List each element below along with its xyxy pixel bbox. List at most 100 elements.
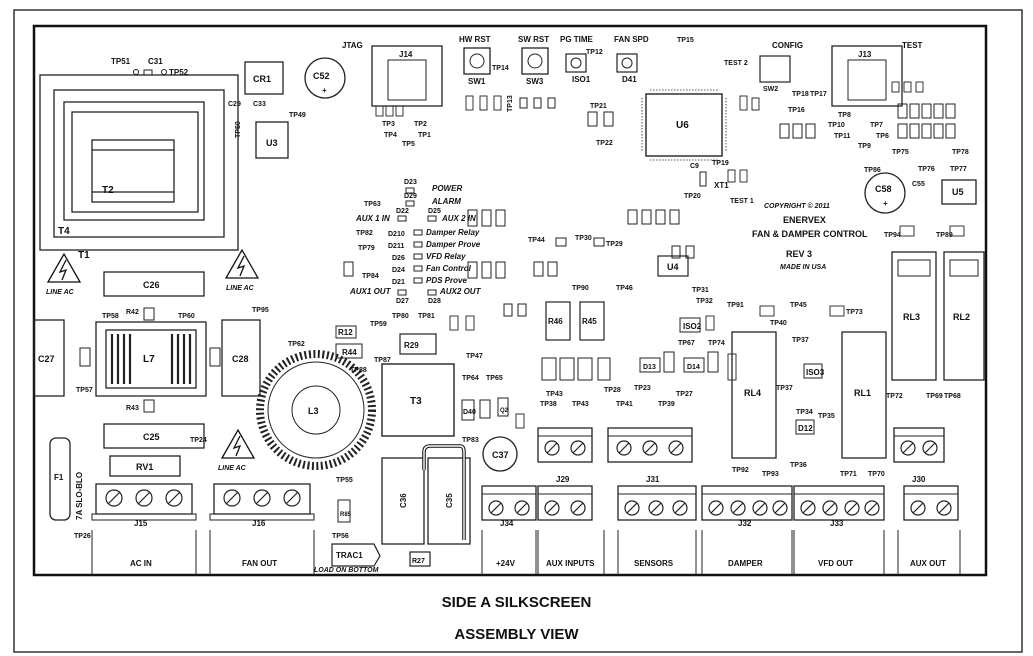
d40-label: R85 bbox=[340, 512, 352, 518]
led-aux1in-label: AUX 1 IN bbox=[355, 214, 390, 223]
tp77-label: TP77 bbox=[950, 166, 967, 173]
d41-outline bbox=[335, 325, 357, 339]
tp60-label: TP60 bbox=[178, 313, 195, 320]
rv1-outline bbox=[109, 455, 181, 477]
d14-label: D13 bbox=[643, 364, 656, 371]
j34-label: J34 bbox=[500, 519, 514, 528]
t2-label: T2 bbox=[102, 185, 114, 196]
tp50-label: TP50 bbox=[235, 121, 242, 138]
tp56-label: TP24 bbox=[190, 437, 207, 444]
tp55-label: TP26 bbox=[74, 533, 91, 540]
tp78-label: TP78 bbox=[952, 149, 969, 156]
c29-label: C29 bbox=[228, 101, 241, 108]
fan-out-label: FAN OUT bbox=[242, 559, 277, 568]
u3-label: U3 bbox=[266, 138, 278, 148]
sw3-outline bbox=[521, 47, 549, 75]
u6-outline bbox=[645, 93, 723, 157]
tp30-label: TP90 bbox=[572, 285, 589, 292]
terminal-blocks bbox=[91, 427, 961, 575]
tp27-label: TP30 bbox=[575, 235, 592, 242]
test2-label: TEST 2 bbox=[724, 60, 748, 67]
q2-marker: Q2 bbox=[500, 408, 509, 414]
trac1-outline bbox=[331, 543, 381, 567]
c31-label: C31 bbox=[148, 57, 163, 66]
tp62-label: TP87 bbox=[374, 357, 391, 364]
line-ac-warning-3 bbox=[220, 428, 256, 459]
r12-outline bbox=[335, 343, 363, 359]
tp75-label: TP75 bbox=[892, 149, 909, 156]
tp20-label: TP20 bbox=[684, 193, 701, 200]
tp91-label: TP45 bbox=[790, 302, 807, 309]
c27-outline bbox=[33, 319, 65, 397]
aux-out-label: AUX OUT bbox=[910, 559, 946, 568]
c58-label: C9 bbox=[690, 163, 699, 170]
c25-outline bbox=[103, 423, 205, 449]
rl1-label: RL1 bbox=[854, 388, 871, 398]
led-aux1out-label: AUX1 OUT bbox=[349, 287, 392, 296]
c28-outline bbox=[221, 319, 261, 397]
d37-label: D40 bbox=[463, 409, 476, 416]
r29-label: ISO1 bbox=[572, 75, 591, 84]
tp54-label: TP56 bbox=[332, 533, 349, 540]
d23-label: D23 bbox=[404, 179, 417, 186]
tp6-label: TP6 bbox=[876, 133, 889, 140]
t3-label: T3 bbox=[410, 396, 422, 407]
damper-label: DAMPER bbox=[728, 559, 763, 568]
d13-label: ISO3 bbox=[806, 368, 825, 377]
led-alarm-label: ALARM bbox=[431, 197, 461, 206]
jtag-label: JTAG bbox=[342, 41, 363, 50]
j13-label: J13 bbox=[858, 50, 872, 59]
tp63-label: TP63 bbox=[364, 201, 381, 208]
tp43-label: TP41 bbox=[616, 401, 633, 408]
c52-label: C52 bbox=[313, 71, 330, 81]
tp94-label: TP37 bbox=[792, 337, 809, 344]
tp40-label: TP67 bbox=[678, 340, 695, 347]
c37-outline bbox=[864, 172, 906, 214]
tp88-label: TP37 bbox=[776, 385, 793, 392]
hw-rst-label: HW RST bbox=[459, 35, 491, 44]
tp28-label: TP44 bbox=[528, 237, 545, 244]
rl3-label: RL3 bbox=[903, 312, 920, 322]
j14-label: J14 bbox=[399, 50, 413, 59]
tp87-label: TP88 bbox=[350, 367, 367, 374]
d15-label: D12 bbox=[798, 424, 813, 433]
tp45-label: TP74 bbox=[708, 340, 725, 347]
transformer-t1-group bbox=[39, 74, 239, 251]
fan-spd-label: FAN SPD bbox=[614, 35, 649, 44]
tp37-label: TP34 bbox=[796, 409, 813, 416]
led-aux2in-label: AUX 2 IN bbox=[441, 214, 476, 223]
c35-outline bbox=[427, 457, 471, 545]
sw2-label: SW2 bbox=[763, 86, 778, 93]
pg-time-label: PG TIME bbox=[560, 35, 594, 44]
caption-title: SIDE A SILKSCREEN bbox=[441, 594, 592, 611]
d27-label: D27 bbox=[396, 298, 409, 305]
r46-label: R27 bbox=[412, 558, 425, 565]
u4-label: U4 bbox=[667, 262, 679, 272]
rl3-outline bbox=[891, 251, 937, 381]
u5-outline bbox=[941, 179, 977, 205]
plus24v-label: +24V bbox=[496, 559, 516, 568]
line-ac-warning-1 bbox=[46, 252, 82, 283]
load-on-bottom-label: LOAD ON BOTTOM bbox=[314, 567, 379, 574]
test-label: TEST bbox=[902, 41, 923, 50]
tp9-label: TP9 bbox=[858, 143, 871, 150]
tp15-label: TP15 bbox=[677, 37, 694, 44]
l3-toroid bbox=[256, 350, 376, 470]
c26-outline bbox=[103, 271, 205, 297]
sw3-label: SW3 bbox=[526, 77, 544, 86]
tp84-label: TP84 bbox=[362, 273, 379, 280]
d211-label: D211 bbox=[388, 243, 404, 250]
led-fan-control-label: Fan Control bbox=[426, 264, 472, 273]
fuse-rating-label: 7A SLO-BLO bbox=[75, 472, 84, 520]
d28-label: D28 bbox=[428, 298, 441, 305]
tp25-label: TP38 bbox=[540, 401, 557, 408]
j29-label: J29 bbox=[556, 475, 570, 484]
r12-label: R44 bbox=[342, 348, 357, 357]
tp67-label: TP73 bbox=[846, 309, 863, 316]
tp5-label: TP5 bbox=[402, 141, 415, 148]
tp74-label: TP94 bbox=[884, 232, 901, 239]
iso3-label: R29 bbox=[404, 341, 419, 350]
tp57-label: TP57 bbox=[76, 387, 93, 394]
rl4-outline bbox=[731, 331, 777, 459]
svg-text:+: + bbox=[322, 86, 327, 95]
